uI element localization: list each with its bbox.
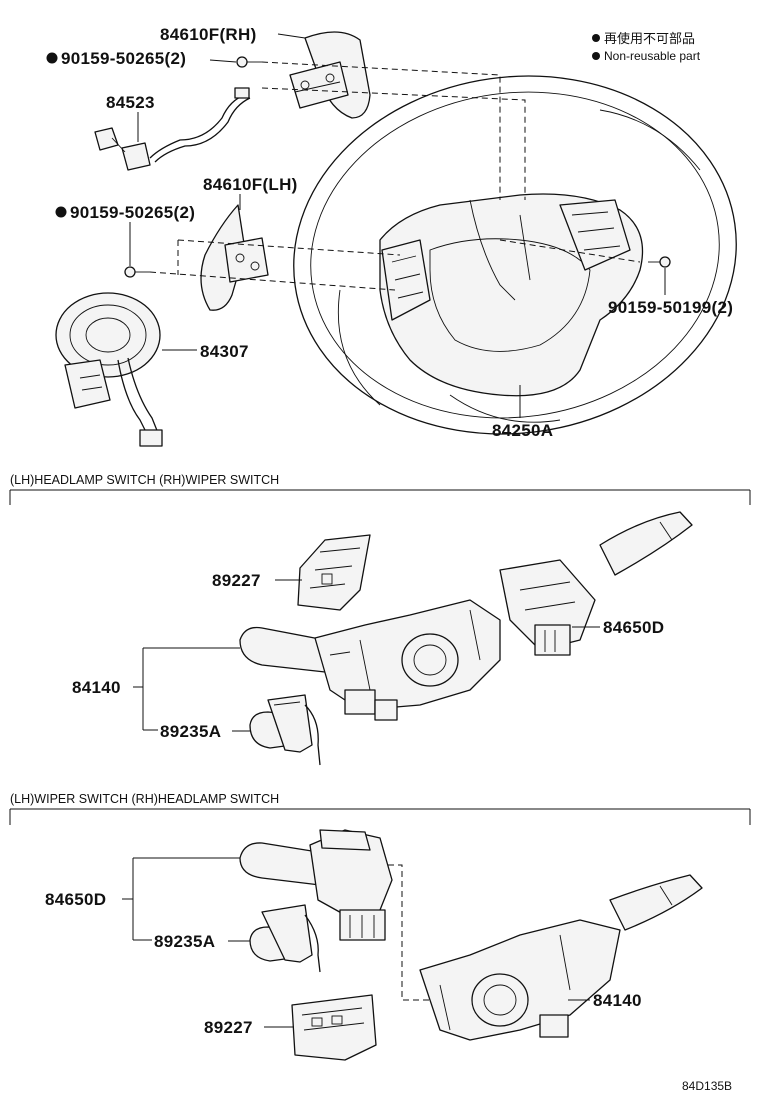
label-paddle-lh: 84610F(LH)	[203, 175, 298, 194]
paddle-switch-lh	[200, 204, 269, 311]
label-headlamp-switch: 84140	[593, 991, 642, 1010]
non-reusable-bullet-icon	[55, 206, 67, 218]
label-wiper-switch: 84650D	[603, 618, 664, 637]
legend-japanese: 再使用不可部品	[604, 31, 695, 46]
screw-right	[648, 256, 671, 268]
leader-line	[209, 59, 237, 63]
label-screw-right: 90159-50199(2)	[608, 298, 733, 317]
section-title: (LH)WIPER SWITCH (RH)HEADLAMP SWITCH	[10, 792, 279, 806]
leader-line	[122, 857, 240, 941]
non-reusable-bullet-icon	[46, 52, 58, 64]
assembly-guide-lines-top	[149, 61, 641, 291]
label-paddle-rh: 84610F(RH)	[160, 25, 257, 44]
section-title: (LH)HEADLAMP SWITCH (RH)WIPER SWITCH	[10, 473, 279, 487]
bracket-89227	[297, 534, 371, 611]
diagram-reference-code: 84D135B	[682, 1079, 732, 1093]
non-reusable-bullet-icon	[592, 52, 600, 60]
label-screw-lower: 90159-50265(2)	[70, 203, 195, 222]
steering-wheel-assembly	[293, 75, 737, 435]
bracket-89227-lower	[291, 994, 377, 1061]
section-lh-headlamp-rh-wiper: (LH)HEADLAMP SWITCH (RH)WIPER SWITCH	[9, 473, 751, 766]
label-harness: 84523	[106, 93, 155, 112]
screw-upper	[236, 56, 262, 68]
connector-89235a-lower	[249, 904, 321, 973]
spiral-cable	[55, 292, 163, 447]
wire-harness	[94, 87, 251, 171]
label-spiral-cable: 84307	[200, 342, 249, 361]
section-bracket-line	[9, 808, 751, 825]
label-steering-switch: 84250A	[492, 421, 553, 440]
legend-english: Non-reusable part	[604, 49, 701, 63]
leader-line	[133, 647, 240, 731]
wiper-switch-lh	[239, 829, 393, 941]
wiper-switch-rh	[499, 511, 693, 656]
label-wiper-switch: 84650D	[45, 890, 106, 909]
label-bracket: 89227	[212, 571, 261, 590]
legend: 再使用不可部品 Non-reusable part	[592, 31, 701, 63]
headlamp-switch-rh	[419, 874, 703, 1041]
leader-line	[277, 33, 306, 39]
section-lh-wiper-rh-headlamp: (LH)WIPER SWITCH (RH)HEADLAMP SWITCH	[9, 792, 751, 1061]
assembly-guide-line	[388, 864, 430, 1001]
label-bracket: 89227	[204, 1018, 253, 1037]
label-connector: 89235A	[154, 932, 215, 951]
paddle-switch-rh	[289, 31, 371, 119]
screw-lower	[124, 266, 150, 278]
label-connector: 89235A	[160, 722, 221, 741]
label-headlamp-switch: 84140	[72, 678, 121, 697]
section-bracket-line	[9, 489, 751, 505]
label-screw-upper: 90159-50265(2)	[61, 49, 186, 68]
connector-89235a	[249, 694, 321, 766]
non-reusable-bullet-icon	[592, 34, 600, 42]
headlamp-switch-lh	[239, 599, 501, 721]
